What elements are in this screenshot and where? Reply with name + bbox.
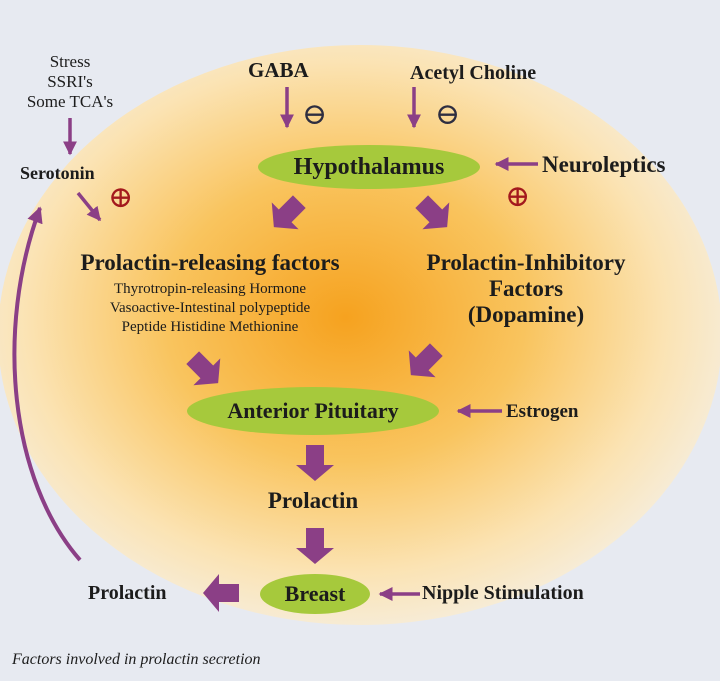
figure-caption: Factors involved in prolactin secretion	[12, 651, 261, 668]
acetyl-choline-label: Acetyl Choline	[410, 62, 537, 84]
inhibitory-factor-line: (Dopamine)	[467, 302, 585, 327]
nipple-stimulation-label: Nipple Stimulation	[422, 582, 584, 604]
releasing-factor-item: Peptide Histidine Methionine	[121, 319, 299, 335]
inhibitory-factor-line: Prolactin-Inhibitory	[426, 250, 626, 275]
gaba-label: GABA	[248, 58, 309, 82]
releasing-factor-item: Vasoactive-Intestinal polypeptide	[109, 300, 311, 316]
serotonin-effect-arrow	[76, 191, 102, 222]
gaba-inhibitory-sign: ⊖	[302, 98, 328, 131]
breast-to-prolactin-arrow	[203, 574, 239, 612]
releasing-to-pituitary-arrow	[186, 351, 221, 386]
anterior-pituitary-label: Anterior Pituitary	[227, 398, 399, 423]
hypothalamus-to-releasing-arrow	[271, 195, 306, 230]
serotonin-stimulatory-sign: ⊕	[108, 181, 134, 214]
prolactin-label: Prolactin	[267, 488, 359, 513]
hypothalamus-to-inhibitory-arrow	[415, 195, 450, 230]
serotonin-label: Serotonin	[20, 163, 95, 183]
inhibitory-to-pituitary-arrow	[408, 343, 443, 378]
prolactin-to-breast-arrow	[296, 528, 334, 564]
breast-label: Breast	[284, 581, 346, 606]
stress-factor-item: Some TCA's	[26, 92, 114, 111]
stress-factor-item: SSRI's	[47, 72, 93, 91]
acetyl-choline-inhibitory-sign: ⊖	[435, 98, 461, 131]
neuroleptics-label: Neuroleptics	[542, 152, 666, 177]
neuroleptics-stimulatory-sign: ⊕	[505, 180, 531, 213]
anterior-pituitary-pill	[187, 387, 439, 435]
releasing-factors-title: Prolactin-releasing factors	[80, 250, 340, 275]
inhibitory-factor-line: Factors	[488, 276, 564, 301]
stress-factor-item: Stress	[49, 52, 91, 71]
releasing-factor-item: Thyrotropin-releasing Hormone	[113, 281, 307, 297]
hypothalamus-label: Hypothalamus	[293, 154, 445, 180]
breast-pill	[260, 574, 370, 614]
background-glow	[0, 45, 720, 625]
prolactin-feedback-curve	[12, 206, 82, 562]
pituitary-to-prolactin-arrow	[296, 445, 334, 481]
estrogen-label: Estrogen	[506, 401, 579, 422]
hypothalamus-pill	[258, 145, 480, 189]
prolactin-output-label: Prolactin	[88, 582, 167, 604]
